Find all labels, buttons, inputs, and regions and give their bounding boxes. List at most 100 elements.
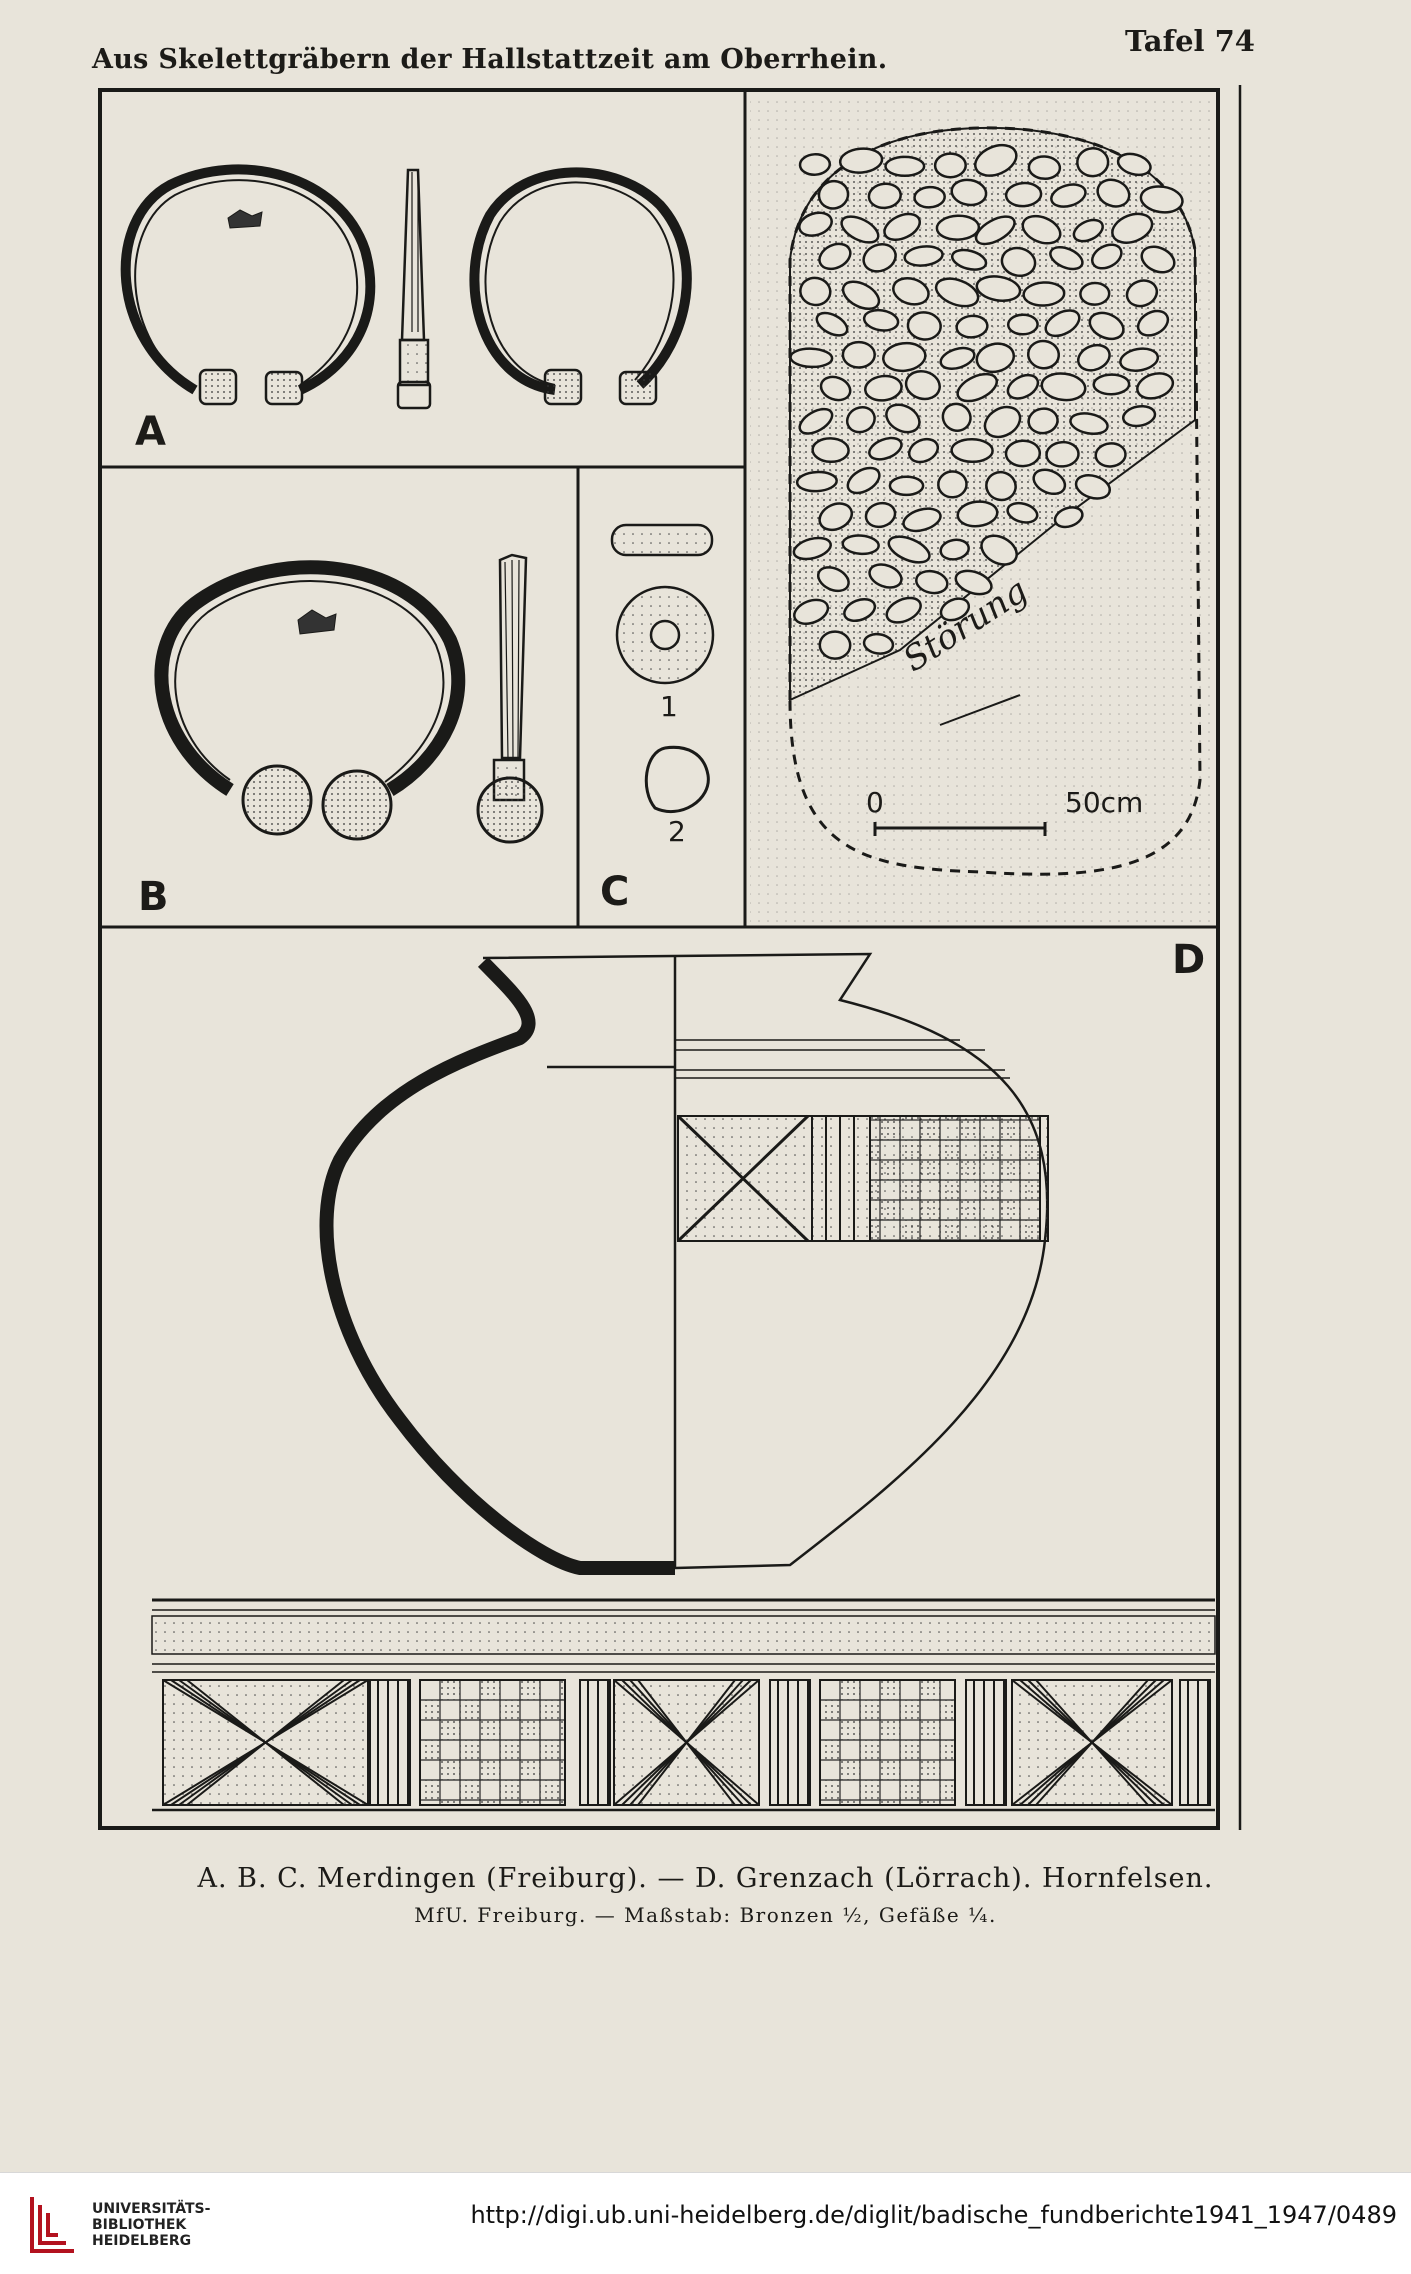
panel-a-neckrings (120, 164, 692, 410)
band-cell (819, 1679, 956, 1806)
grave-stone (838, 147, 884, 174)
panel-label-c: C (600, 869, 630, 915)
caption-line-2: MfU. Freiburg. — Maßstab: Bronzen ½, Gef… (414, 1903, 997, 1927)
grave-stone (939, 346, 976, 370)
grave-stone (1027, 407, 1059, 435)
scale-end-label: 50cm (1065, 786, 1144, 819)
grave-stone (1136, 372, 1175, 400)
library-logo-icon (30, 2197, 74, 2253)
band-cell (1179, 1679, 1211, 1806)
grave-stone (789, 347, 834, 369)
grave-stone (798, 153, 832, 176)
band-cell (419, 1679, 566, 1806)
panel-c-objects (610, 523, 715, 814)
grave-stone (1111, 212, 1154, 244)
band-chevron (1035, 1679, 1149, 1806)
figure-c-item-2: 2 (668, 815, 686, 848)
grave-stone (1006, 373, 1040, 400)
grave-stone (864, 374, 903, 402)
band-cell (769, 1679, 811, 1806)
band-chevron (186, 1679, 345, 1806)
grave-stone (1116, 152, 1152, 177)
grave-stone (792, 536, 832, 561)
grave-stone (841, 534, 880, 556)
band-cell (369, 1679, 411, 1806)
grave-stone (1053, 506, 1084, 529)
grave-stone (934, 277, 980, 308)
grave-stone (1040, 372, 1087, 402)
grave-stone (1092, 373, 1131, 396)
grave-stone (819, 375, 852, 402)
panel-b-ring (154, 553, 544, 844)
grave-stone (939, 538, 970, 561)
grave-stone (862, 308, 900, 332)
grave-stone (1050, 183, 1087, 208)
panel-label-b: B (138, 874, 169, 920)
grave-stone (1079, 281, 1111, 306)
grave-stone (793, 598, 830, 626)
grave-stone (818, 502, 854, 532)
grave-stone (811, 437, 850, 464)
grave-stone (883, 212, 921, 242)
grave-stone (950, 178, 988, 207)
grave-stone (862, 632, 895, 655)
grave-stone (882, 341, 927, 373)
grave-stone (1004, 181, 1043, 208)
grave-stone (885, 596, 922, 624)
grave-stone (1136, 309, 1170, 337)
plate-number: Tafel 74 (1125, 24, 1255, 58)
grave-stone (1022, 281, 1066, 307)
library-name: UNIVERSITÄTS- BIBLIOTHEK HEIDELBERG (92, 2201, 211, 2249)
decoration-band (151, 1598, 1216, 1812)
grave-stone (892, 276, 930, 306)
viewer-footer: UNIVERSITÄTS- BIBLIOTHEK HEIDELBERG http… (0, 2172, 1411, 2274)
grave-stone (1094, 442, 1127, 468)
scale-start-label: 0 (866, 786, 884, 819)
grave-stone (817, 179, 850, 210)
grave-stone (1072, 218, 1104, 243)
grave-stone (815, 311, 849, 337)
grave-stone (1027, 155, 1062, 180)
panel-d-vessel (319, 952, 1049, 1575)
grave-stone (888, 475, 925, 497)
grave-stone (868, 563, 903, 589)
grave-stone (818, 242, 852, 271)
grave-stone (1076, 147, 1110, 178)
grave-stone (980, 534, 1018, 566)
grave-stone (915, 569, 949, 595)
grave-stone (843, 597, 877, 623)
grave-stone (887, 535, 931, 564)
grave-stone (974, 215, 1016, 246)
grave-stone (935, 214, 981, 241)
grave-stone (904, 369, 941, 401)
grave-stone (885, 403, 921, 434)
caption-line-1: A. B. C. Merdingen (Freiburg). — D. Gren… (197, 1863, 1214, 1894)
grave-stone (841, 340, 876, 369)
grave-stone (1021, 214, 1062, 245)
grave-stone (907, 437, 940, 464)
grave-stone (884, 155, 926, 177)
grave-stone (841, 280, 881, 311)
grave-stone (1044, 309, 1081, 338)
grave-stone (868, 436, 903, 461)
grave-stone (864, 501, 897, 529)
running-head-title: Aus Skelettgräbern der Hallstattzeit am … (92, 44, 888, 75)
grave-stone (1139, 185, 1184, 214)
grave-stone (1122, 404, 1157, 428)
band-cell (579, 1679, 611, 1806)
grave-stone (867, 182, 902, 210)
grave-stone (1026, 339, 1061, 370)
plate-frame (98, 88, 1220, 1830)
grave-stone (954, 569, 993, 596)
grave-stone (1091, 243, 1123, 270)
grave-stone (840, 215, 880, 244)
grave-stone (933, 152, 967, 179)
grave-stone (937, 470, 968, 499)
grave-stone (1049, 245, 1084, 271)
grave-stone (941, 402, 972, 432)
source-url-link[interactable]: http://digi.ub.uni-heidelberg.de/diglit/… (470, 2201, 1397, 2229)
grave-stone (1045, 440, 1080, 468)
grave-stone (1096, 178, 1131, 208)
grave-stone (816, 566, 850, 593)
